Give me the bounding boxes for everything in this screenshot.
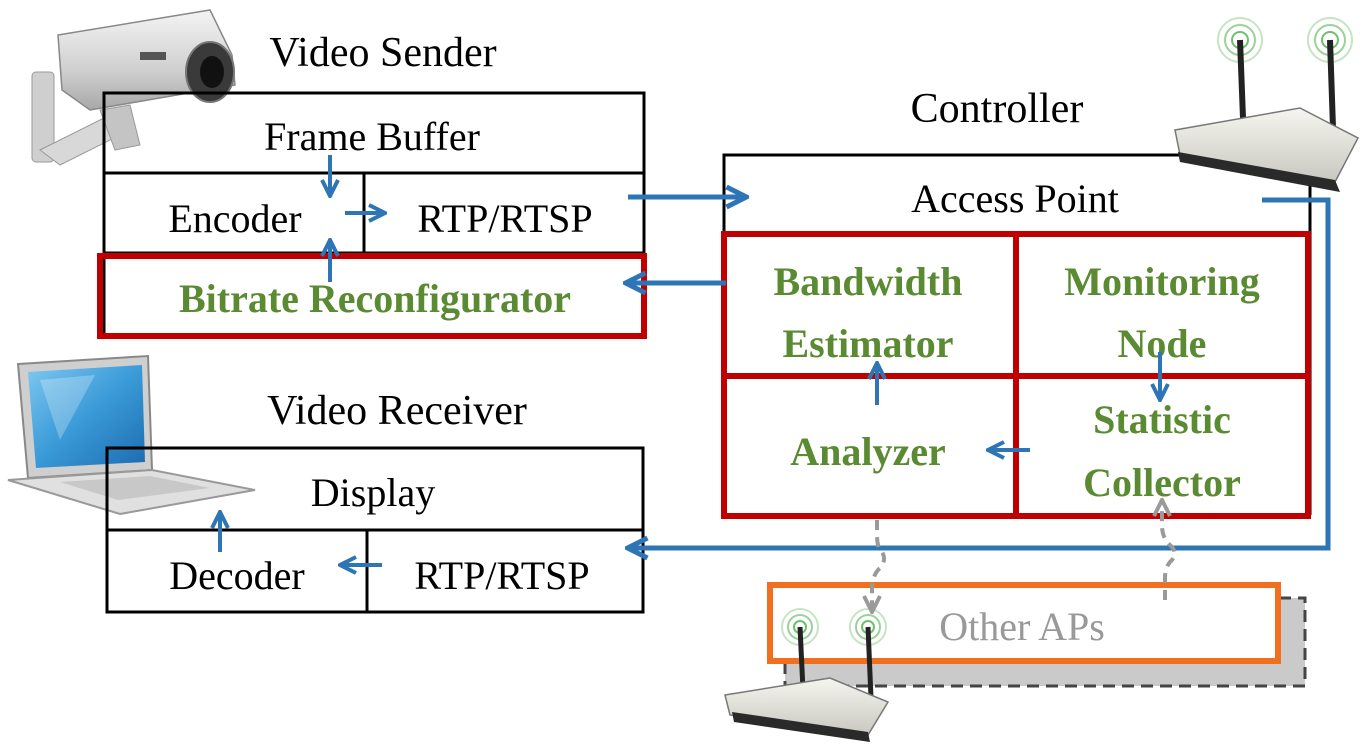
video-sender-title: Video Sender	[269, 30, 496, 76]
laptop-icon	[7, 354, 256, 516]
sender-rtp-label: RTP/RTSP	[417, 196, 592, 241]
analyzer-to-other-aps-arrow	[872, 520, 887, 610]
bitrate-reconfigurator-box	[97, 253, 647, 339]
estimator-label: Estimator	[782, 321, 953, 366]
video-receiver-title: Video Receiver	[267, 388, 527, 434]
bitrate-reconfigurator-label: Bitrate Reconfigurator	[179, 276, 571, 321]
bandwidth-label: Bandwidth	[774, 259, 963, 304]
statistic-label: Statistic	[1093, 397, 1231, 442]
decoder-label: Decoder	[169, 553, 304, 598]
receiver-rtp-label: RTP/RTSP	[414, 553, 589, 598]
controller-title: Controller	[911, 86, 1084, 132]
wireless-router-icon	[1174, 17, 1360, 192]
collector-label: Collector	[1083, 460, 1241, 505]
other-aps-label: Other APs	[939, 604, 1105, 649]
analyzer-label: Analyzer	[790, 429, 946, 474]
access-point-label: Access Point	[911, 176, 1119, 221]
security-camera-icon	[31, 9, 236, 166]
video-receiver-block	[105, 446, 645, 614]
monitoring-label: Monitoring	[1064, 259, 1260, 304]
frame-buffer-label: Frame Buffer	[264, 114, 480, 159]
other-aps-box	[767, 582, 1281, 664]
receiver-rtp-box	[365, 528, 645, 614]
display-label: Display	[311, 470, 435, 515]
encoder-label: Encoder	[168, 196, 301, 241]
video-sender-block	[97, 91, 647, 339]
wireless-router-small-icon	[724, 608, 890, 742]
access-point-to-receiver-arrow	[630, 197, 1331, 548]
other-aps-to-collector-arrow	[1162, 502, 1177, 600]
